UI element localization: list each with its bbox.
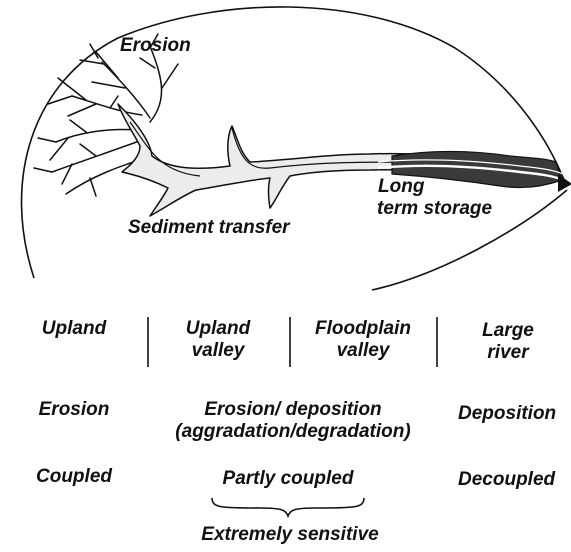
zone-floodplain-valley: Floodplain valley	[298, 318, 428, 362]
outlet-arrow-icon	[558, 174, 571, 192]
sensitivity-label: Extremely sensitive	[160, 524, 420, 546]
sensitivity-brace	[212, 498, 364, 516]
zone-upland-line1: Upland	[14, 318, 134, 340]
zone-large-river-line2: river	[450, 342, 566, 364]
process-large-river: Deposition	[458, 403, 556, 425]
coupling-large-river: Decoupled	[458, 469, 555, 491]
catchment-boundary	[22, 7, 566, 278]
zone-upland-valley-line1: Upland	[158, 318, 278, 340]
zone-upland: Upland	[14, 318, 134, 340]
zone-floodplain-valley-line2: valley	[298, 340, 428, 362]
process-middle: Erosion/ deposition (aggradation/degrada…	[150, 399, 436, 443]
process-middle-line1: Erosion/ deposition	[150, 399, 436, 421]
erosion-label: Erosion	[120, 35, 191, 57]
coupling-middle: Partly coupled	[170, 468, 406, 490]
long-term-storage-label-line2: term storage	[377, 198, 492, 220]
long-term-storage-label-line1: Long	[378, 176, 424, 198]
zone-floodplain-valley-line1: Floodplain	[298, 318, 428, 340]
zone-large-river-line1: Large	[450, 320, 566, 342]
zone-upland-valley-line2: valley	[158, 340, 278, 362]
coupling-upland: Coupled	[14, 466, 134, 488]
sediment-transfer-label: Sediment transfer	[128, 217, 290, 239]
zone-large-river: Large river	[450, 320, 566, 364]
process-upland: Erosion	[14, 399, 134, 421]
zone-upland-valley: Upland valley	[158, 318, 278, 362]
process-middle-line2: (aggradation/degradation)	[150, 421, 436, 443]
